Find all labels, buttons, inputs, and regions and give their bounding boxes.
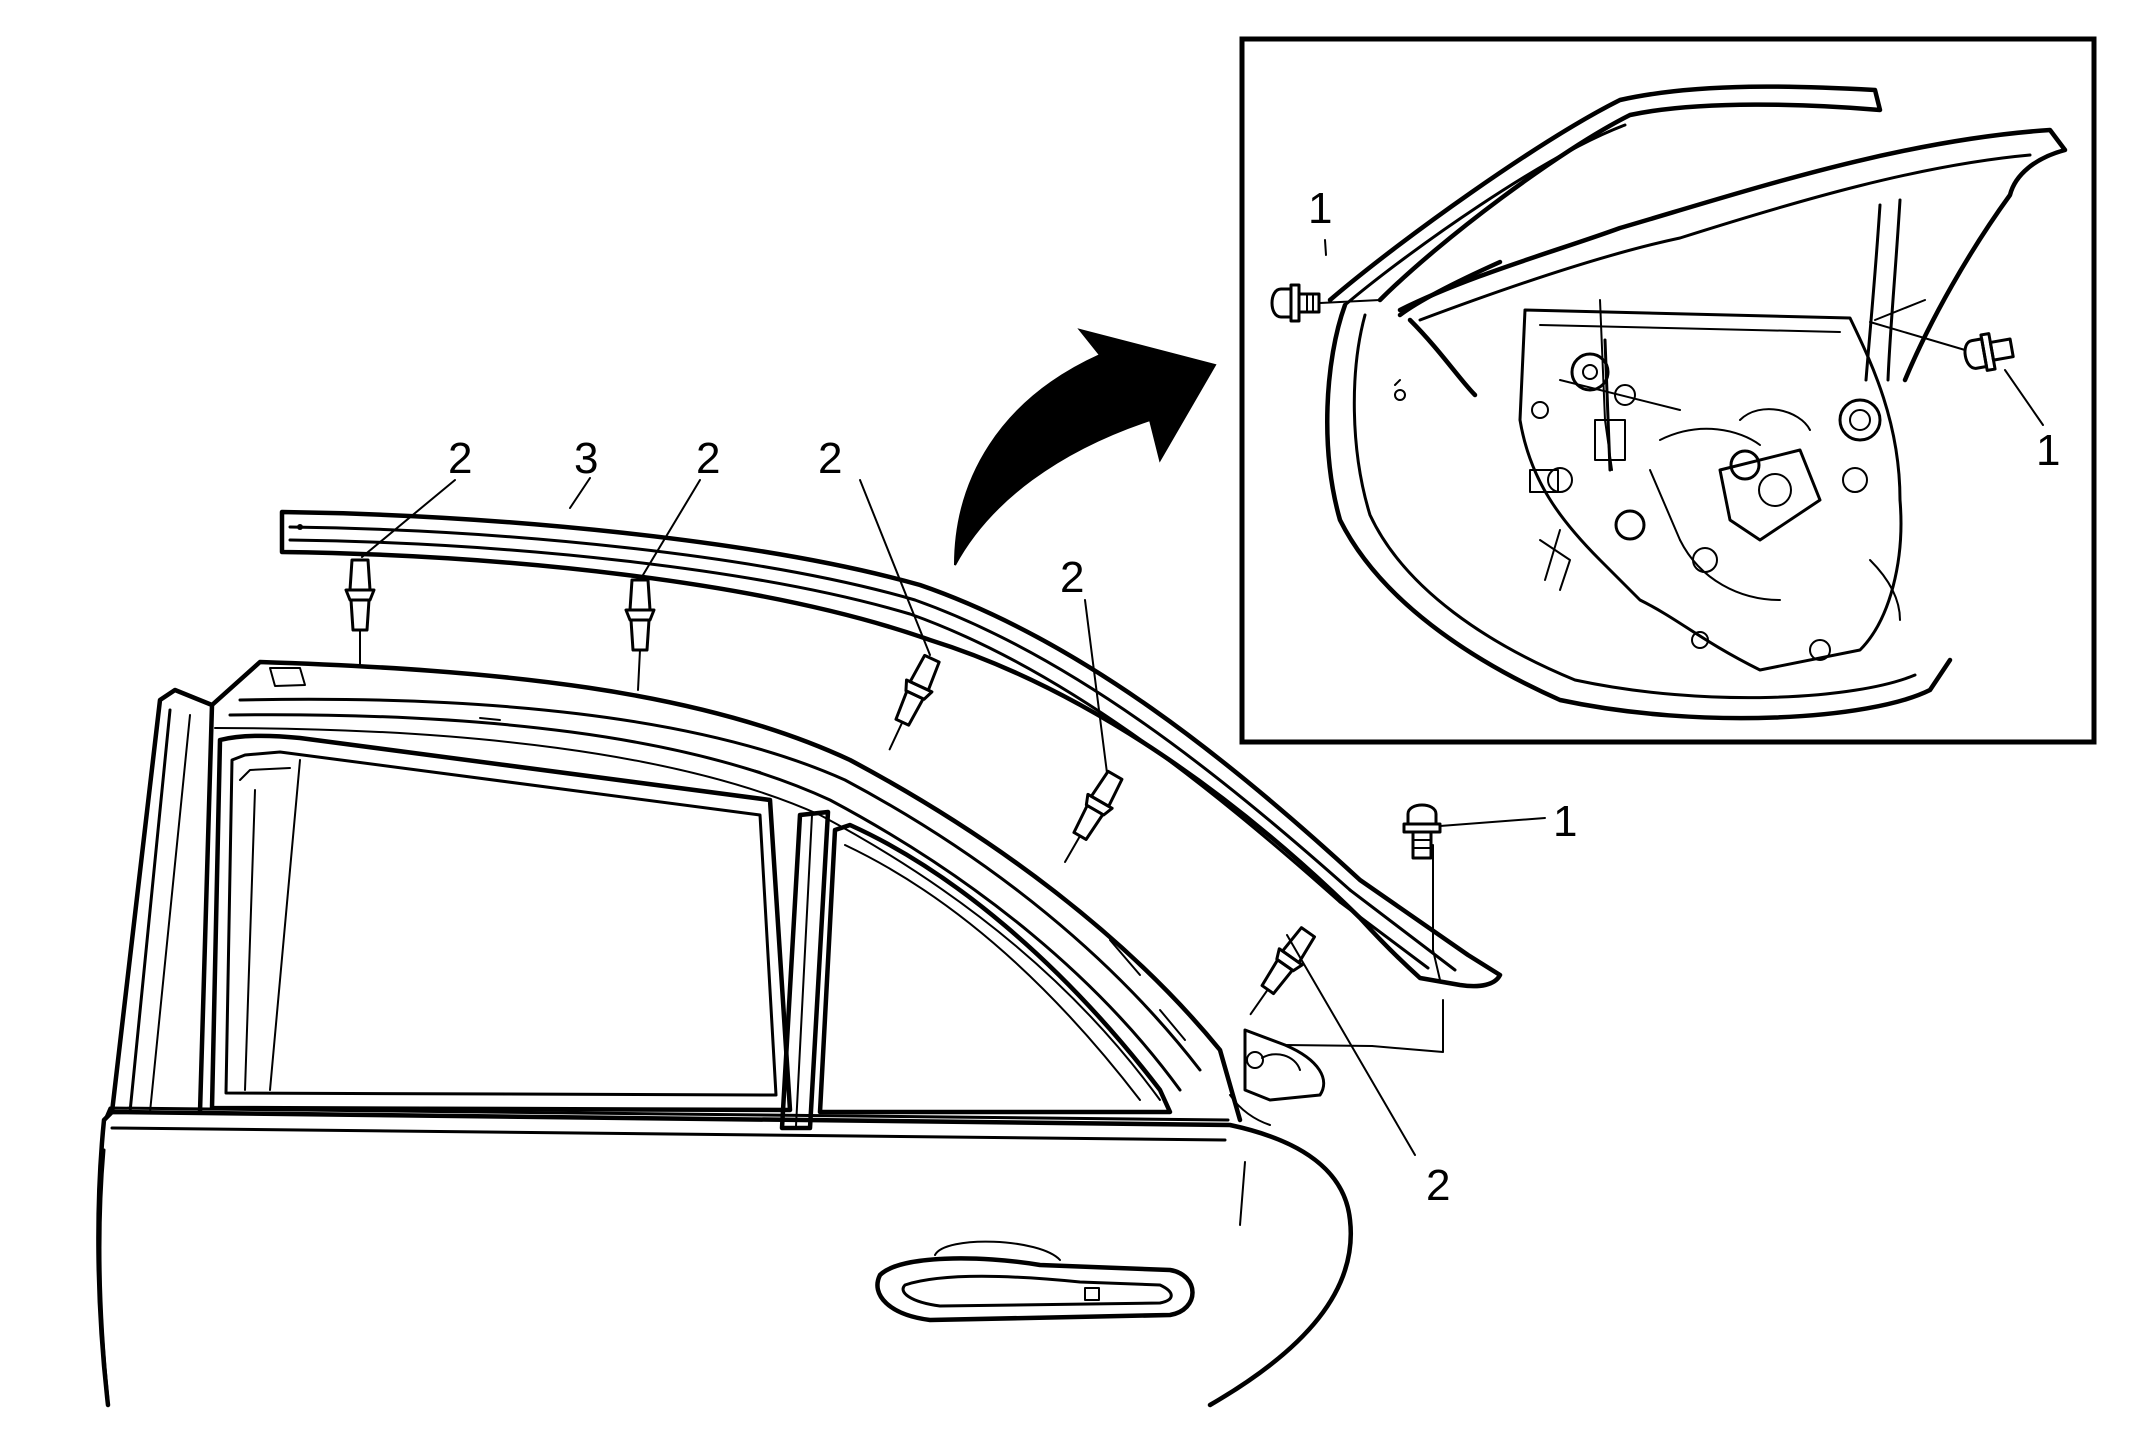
door-outer-panel xyxy=(96,1109,1354,1408)
callout-1-main: 1 xyxy=(1553,797,1577,846)
corner-bracket xyxy=(1243,1028,1326,1102)
callout-2-d: 2 xyxy=(1060,553,1084,602)
molding-body xyxy=(279,509,1503,989)
reveal-molding xyxy=(279,509,1503,989)
callout-2-c: 2 xyxy=(818,434,842,483)
push-clip-icon xyxy=(624,578,656,691)
quarter-glass xyxy=(209,733,793,1113)
inner-door-panel xyxy=(1325,302,1953,721)
push-clip-icon xyxy=(344,558,376,666)
inset-frame xyxy=(1239,36,2097,745)
detail-inset xyxy=(1239,36,2097,745)
rear-door-illustration xyxy=(96,659,1354,1408)
retainer-bolt-icon xyxy=(1239,803,1444,1226)
push-clip-icon xyxy=(1064,769,1124,863)
push-clip-icon xyxy=(1249,926,1316,1016)
callout-2-e: 2 xyxy=(1426,1161,1450,1210)
callout-1-inset-right: 1 xyxy=(2036,426,2060,475)
window-regulator-motor xyxy=(1718,448,1822,542)
divider-channel xyxy=(779,809,831,1131)
callout-2-a: 2 xyxy=(448,434,472,483)
leader-lines xyxy=(361,239,2044,1156)
retainer-bolt-icon xyxy=(1270,283,1321,323)
callout-3: 3 xyxy=(574,434,598,483)
door-glass xyxy=(817,822,1173,1115)
curved-arrow-icon xyxy=(954,328,1217,566)
callout-2-b: 2 xyxy=(696,434,720,483)
callout-labels: 2 3 2 2 2 1 2 1 1 xyxy=(448,184,2060,1210)
door-handle xyxy=(875,1256,1195,1323)
push-clip-icon xyxy=(888,653,941,751)
callout-1-inset-left: 1 xyxy=(1308,184,1332,233)
window-frame-outer xyxy=(209,659,1243,1123)
retainer-bolt-icon xyxy=(1963,332,2015,372)
